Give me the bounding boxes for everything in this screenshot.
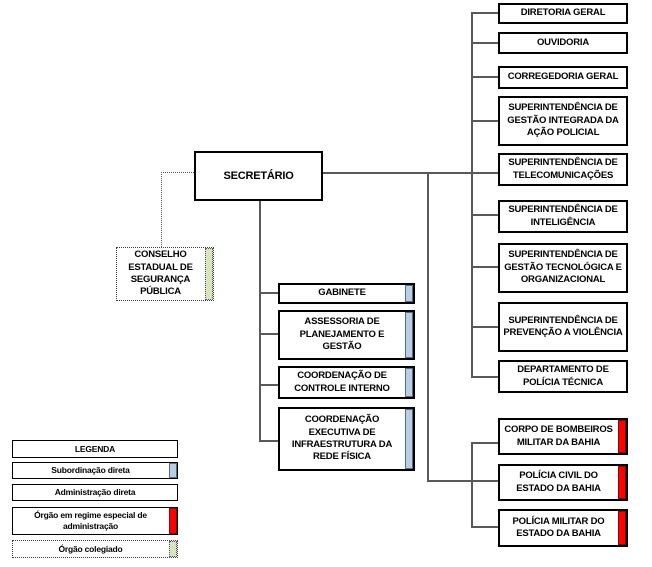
- legend-item-administracao-direta: Administração direta: [12, 484, 178, 501]
- node-superintendencia-gestao-integrada: SUPERINTENDÊNCIA DE GESTÃO INTEGRADA DA …: [498, 96, 628, 146]
- legend-item-subordinacao-direta: Subordinação direta: [12, 462, 178, 479]
- collegiate-marker: [205, 248, 213, 300]
- special-regime-marker: [618, 420, 626, 453]
- legend-item-label: Subordinação direta: [51, 465, 130, 476]
- node-coordenacao-executiva-infraestrutura: COORDENAÇÃO EXECUTIVA DE INFRAESTRUTURA …: [278, 407, 415, 471]
- node-label: COORDENAÇÃO EXECUTIVA DE INFRAESTRUTURA …: [291, 414, 393, 463]
- connector-stub: [471, 12, 498, 14]
- connector-stub: [259, 440, 278, 442]
- legend-item-label: Órgão em regime especial de administraçã…: [34, 510, 147, 531]
- node-conselho-estadual: CONSELHO ESTADUAL DE SEGURANÇA PÚBLICA: [116, 247, 214, 301]
- node-superintendencia-inteligencia: SUPERINTENDÊNCIA DE INTELIGÊNCIA: [498, 200, 628, 233]
- node-label: OUVIDORIA: [536, 36, 590, 48]
- connector-dotted-conselho-h: [161, 172, 194, 173]
- subordination-marker: [405, 409, 413, 469]
- connector-stub: [471, 442, 498, 444]
- node-label: SUPERINTENDÊNCIA DE GESTÃO INTEGRADA DA …: [507, 102, 619, 139]
- collegiate-marker: [169, 541, 177, 557]
- node-departamento-policia-tecnica: DEPARTAMENTO DE POLÍCIA TÉCNICA: [498, 360, 628, 393]
- node-policia-civil: POLÍCIA CIVIL DO ESTADO DA BAHIA: [498, 464, 628, 501]
- legend-item-label: Órgão colegiado: [58, 543, 123, 554]
- node-assessoria-planejamento: ASSESSORIA DE PLANEJAMENTO E GESTÃO: [278, 310, 415, 360]
- connector-stub: [471, 120, 498, 122]
- subordination-marker: [405, 368, 413, 397]
- legend-item-label: Administração direta: [54, 487, 136, 498]
- connector-drop-v: [427, 172, 429, 482]
- subordination-marker: [405, 285, 413, 302]
- connector-stub: [471, 526, 498, 528]
- legend-item-regime-especial: Órgão em regime especial de administraçã…: [12, 507, 178, 535]
- node-policia-militar: POLÍCIA MILITAR DO ESTADO DA BAHIA: [498, 509, 628, 547]
- connector-stub: [471, 42, 498, 44]
- node-label: COORDENAÇÃO DE CONTROLE INTERNO: [294, 370, 390, 394]
- legend-title: LEGENDA: [12, 440, 178, 458]
- connector-stub: [471, 266, 498, 268]
- node-label: POLÍCIA CIVIL DO ESTADO DA BAHIA: [516, 470, 601, 494]
- connector-stub: [471, 214, 498, 216]
- node-label: SUPERINTENDÊNCIA DE INTELIGÊNCIA: [508, 204, 618, 228]
- connector-dotted-conselho-v: [161, 172, 162, 247]
- connector-stub: [471, 480, 498, 482]
- special-regime-marker: [169, 508, 177, 534]
- node-gabinete: GABINETE: [278, 283, 415, 304]
- node-label: ASSESSORIA DE PLANEJAMENTO E GESTÃO: [299, 316, 385, 353]
- node-secretario: SECRETÁRIO: [194, 151, 323, 201]
- node-label: POLÍCIA MILITAR DO ESTADO DA BAHIA: [512, 515, 605, 539]
- connector-bottom-spine: [471, 442, 473, 528]
- legend-title-label: LEGENDA: [74, 443, 116, 454]
- node-label: SECRETÁRIO: [223, 169, 294, 182]
- node-label: GABINETE: [318, 287, 366, 299]
- node-label: CONSELHO ESTADUAL DE SEGURANÇA PÚBLICA: [128, 249, 193, 298]
- connector-main-h: [323, 172, 473, 174]
- connector-stub: [471, 172, 498, 174]
- connector-stub: [471, 376, 498, 378]
- node-superintendencia-prevencao-violencia: SUPERINTENDÊNCIA DE PREVENÇÃO A VIOLÊNCI…: [498, 302, 628, 352]
- node-coordenacao-controle-interno: COORDENAÇÃO DE CONTROLE INTERNO: [278, 366, 415, 399]
- node-label: DEPARTAMENTO DE POLÍCIA TÉCNICA: [517, 364, 609, 388]
- connector-stub: [259, 292, 278, 294]
- node-label: SUPERINTENDÊNCIA DE GESTÃO TECNOLÓGICA E…: [504, 249, 622, 286]
- node-label: DIRETORIA GERAL: [520, 7, 606, 19]
- connector-stub: [471, 326, 498, 328]
- node-corregedoria-geral: CORREGEDORIA GERAL: [498, 66, 628, 89]
- node-label: SUPERINTENDÊNCIA DE PREVENÇÃO A VIOLÊNCI…: [503, 314, 623, 338]
- connector-right-spine: [471, 12, 473, 378]
- node-superintendencia-gestao-tecnologica: SUPERINTENDÊNCIA DE GESTÃO TECNOLÓGICA E…: [498, 243, 628, 293]
- node-superintendencia-telecomunicacoes: SUPERINTENDÊNCIA DE TELECOMUNICAÇÕES: [498, 153, 628, 186]
- legend-item-orgao-colegiado: Órgão colegiado: [12, 540, 178, 558]
- connector-stub: [259, 333, 278, 335]
- connector-mid-spine: [259, 201, 261, 442]
- node-ouvidoria: OUVIDORIA: [498, 32, 628, 54]
- connector-stub: [471, 76, 498, 78]
- special-regime-marker: [618, 511, 626, 545]
- subordination-marker: [169, 463, 177, 478]
- node-label: CORREGEDORIA GERAL: [507, 71, 619, 83]
- connector-drop-h: [427, 480, 473, 482]
- subordination-marker: [405, 312, 413, 358]
- node-diretoria-geral: DIRETORIA GERAL: [498, 3, 628, 24]
- connector-stub: [259, 384, 278, 386]
- node-corpo-bombeiros: CORPO DE BOMBEIROS MILITAR DA BAHIA: [498, 418, 628, 455]
- node-label: CORPO DE BOMBEIROS MILITAR DA BAHIA: [504, 424, 613, 448]
- node-label: SUPERINTENDÊNCIA DE TELECOMUNICAÇÕES: [508, 157, 618, 181]
- special-regime-marker: [618, 466, 626, 499]
